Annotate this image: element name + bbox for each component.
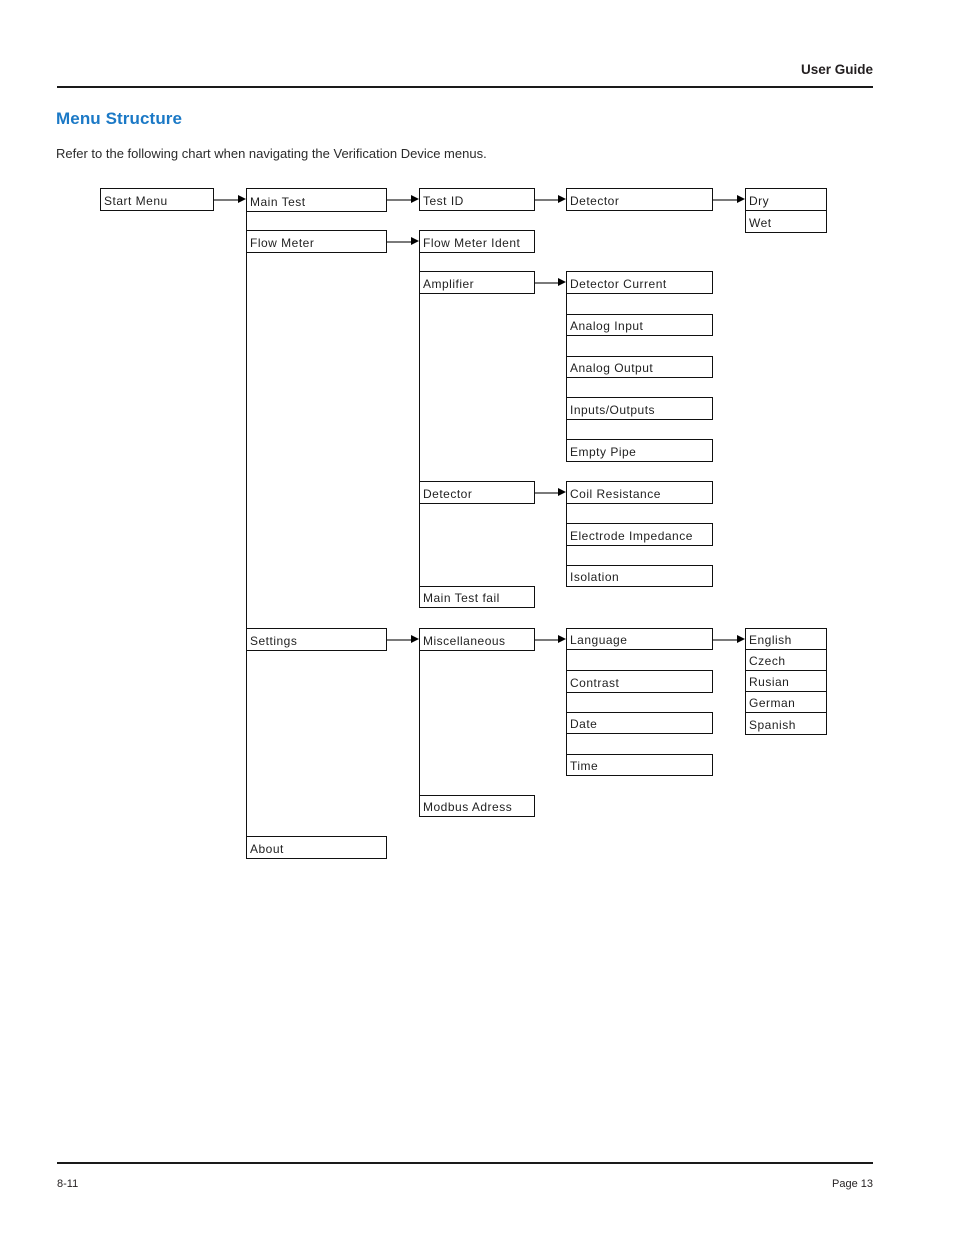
- flow-arrow-icon: [214, 195, 246, 204]
- menu-box-contrast: Contrast: [566, 670, 713, 693]
- menu-box-language: Language: [566, 628, 713, 650]
- footer-rule: [57, 1162, 873, 1164]
- menu-box-test-id: Test ID: [419, 188, 535, 211]
- menu-box-detector-current: Detector Current: [566, 271, 713, 294]
- connector-line: [246, 211, 247, 836]
- menu-box-coil-resistance: Coil Resistance: [566, 481, 713, 504]
- menu-box-main-test: Main Test: [246, 188, 387, 212]
- intro-text: Refer to the following chart when naviga…: [56, 146, 487, 161]
- menu-box-dry: Dry: [745, 188, 827, 211]
- menu-box-about: About: [246, 836, 387, 859]
- menu-box-miscellaneous: Miscellaneous: [419, 628, 535, 651]
- flow-arrow-icon: [535, 488, 566, 497]
- menu-box-isolation: Isolation: [566, 565, 713, 587]
- menu-box-analog-output: Analog Output: [566, 356, 713, 378]
- menu-box-rusian: Rusian: [745, 670, 827, 692]
- footer-section-number: 8-11: [57, 1178, 79, 1190]
- footer-page-number: Page 13: [832, 1178, 873, 1190]
- menu-box-settings: Settings: [246, 628, 387, 651]
- menu-box-flow-meter-ident: Flow Meter Ident: [419, 230, 535, 253]
- flow-arrow-icon: [713, 195, 745, 204]
- flow-arrow-icon: [387, 237, 419, 246]
- menu-box-spanish: Spanish: [745, 712, 827, 735]
- connector-line: [419, 650, 420, 796]
- menu-box-english: English: [745, 628, 827, 650]
- connector-line: [566, 649, 567, 755]
- menu-box-start-menu: Start Menu: [100, 188, 214, 211]
- header-rule: [57, 86, 873, 88]
- flow-arrow-icon: [387, 635, 419, 644]
- menu-box-inputs-outputs: Inputs/Outputs: [566, 397, 713, 420]
- flow-arrow-icon: [713, 635, 745, 644]
- menu-box-amplifier: Amplifier: [419, 271, 535, 294]
- flow-arrow-icon: [535, 635, 566, 644]
- menu-box-time: Time: [566, 754, 713, 776]
- menu-box-analog-input: Analog Input: [566, 314, 713, 336]
- menu-box-date: Date: [566, 712, 713, 734]
- menu-structure-diagram: Start Menu Main Test Flow Meter Settings…: [100, 188, 827, 859]
- menu-box-electrode-impedance: Electrode Impedance: [566, 523, 713, 546]
- menu-box-german: German: [745, 691, 827, 713]
- flow-arrow-icon: [535, 195, 566, 204]
- menu-box-czech: Czech: [745, 649, 827, 671]
- menu-box-flow-meter: Flow Meter: [246, 230, 387, 253]
- section-heading: Menu Structure: [56, 109, 183, 128]
- page-header-title: User Guide: [800, 62, 873, 77]
- flow-arrow-icon: [387, 195, 419, 204]
- menu-box-empty-pipe: Empty Pipe: [566, 439, 713, 462]
- connector-line: [419, 252, 420, 587]
- menu-box-wet: Wet: [745, 210, 827, 233]
- menu-box-modbus-adress: Modbus Adress: [419, 795, 535, 817]
- menu-box-main-test-fail: Main Test fail: [419, 586, 535, 608]
- menu-box-detector-sub: Detector: [419, 481, 535, 504]
- menu-box-detector: Detector: [566, 188, 713, 211]
- flow-arrow-icon: [534, 278, 566, 287]
